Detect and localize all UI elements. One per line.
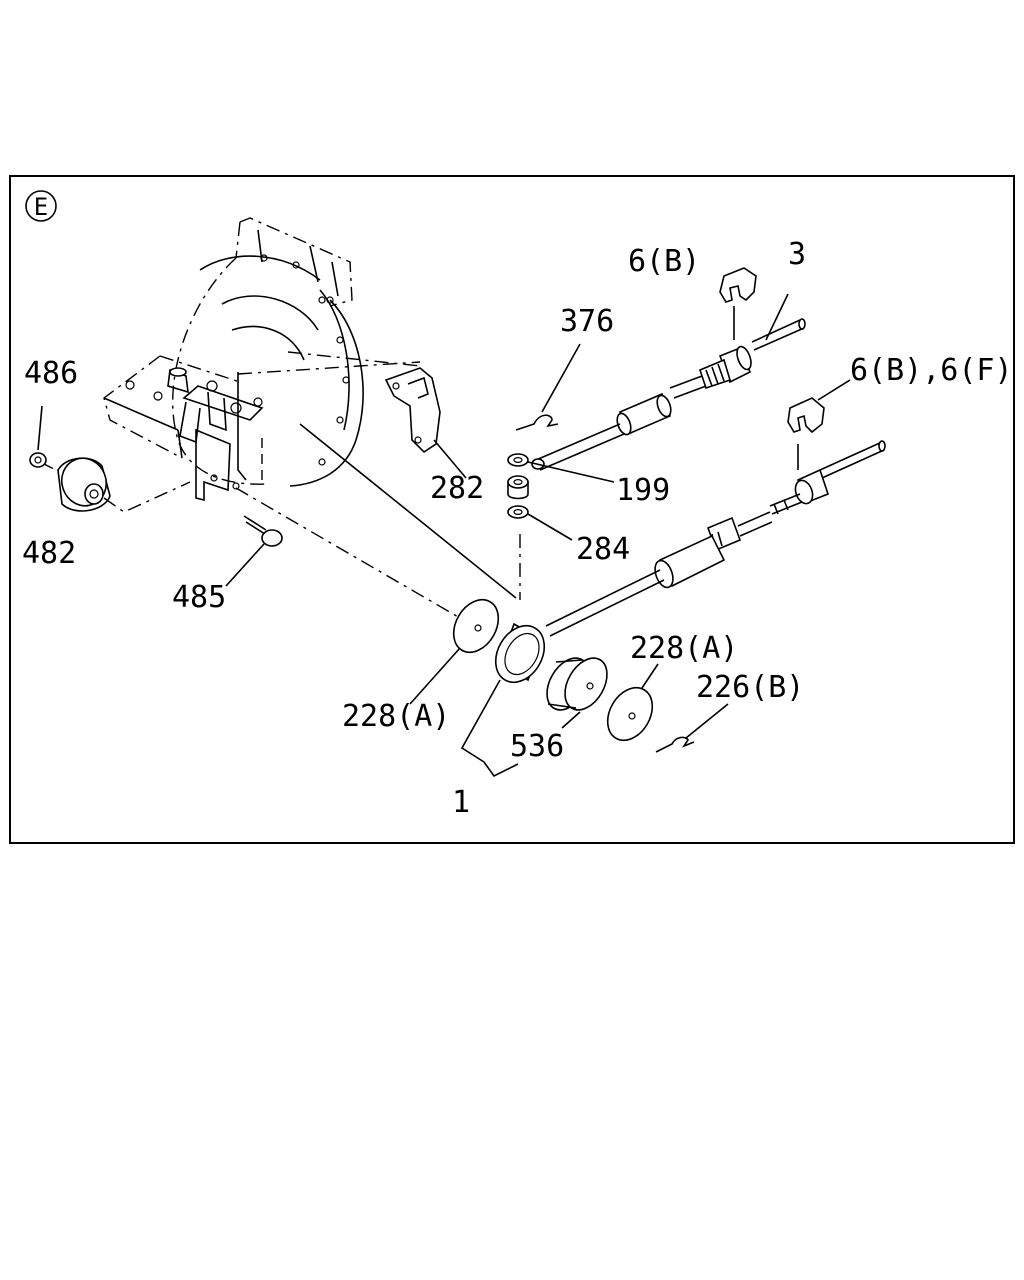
diagram-frame — [9, 175, 1015, 844]
label-282: 282 — [430, 471, 484, 506]
washer-284 — [507, 505, 573, 541]
section-marker-text: E — [34, 193, 48, 221]
washer-228a-right — [606, 663, 659, 742]
clutch-housing — [103, 217, 421, 502]
label-482: 482 — [22, 536, 76, 571]
washer-199 — [507, 453, 615, 500]
label-486: 486 — [24, 356, 78, 391]
bolt-485 — [225, 515, 283, 587]
cable-3 — [531, 293, 806, 471]
label-485: 485 — [172, 580, 226, 615]
label-6b-6f: 6(B),6(F) — [850, 353, 1013, 388]
washer-228a-left — [409, 598, 500, 705]
label-228a-right: 228(A) — [630, 631, 738, 666]
nut-486 — [29, 405, 57, 471]
label-226b: 226(B) — [696, 670, 804, 705]
clip-6b-6f — [787, 379, 851, 434]
section-marker: E — [25, 190, 57, 222]
grommet-outer — [460, 622, 546, 763]
label-376: 376 — [560, 304, 614, 339]
label-536: 536 — [510, 729, 564, 764]
label-284: 284 — [576, 532, 630, 567]
lower-cable — [545, 440, 886, 637]
label-228a-left: 228(A) — [342, 699, 450, 734]
cushion-482 — [57, 457, 191, 513]
pin-226b — [655, 703, 729, 753]
pin-376 — [515, 343, 581, 431]
label-1: 1 — [452, 785, 470, 820]
clip-6b — [719, 267, 757, 340]
grommet-536 — [483, 657, 608, 778]
label-199: 199 — [616, 473, 670, 508]
label-3: 3 — [788, 237, 806, 272]
bracket-282 — [384, 367, 467, 479]
label-6b: 6(B) — [628, 244, 700, 279]
